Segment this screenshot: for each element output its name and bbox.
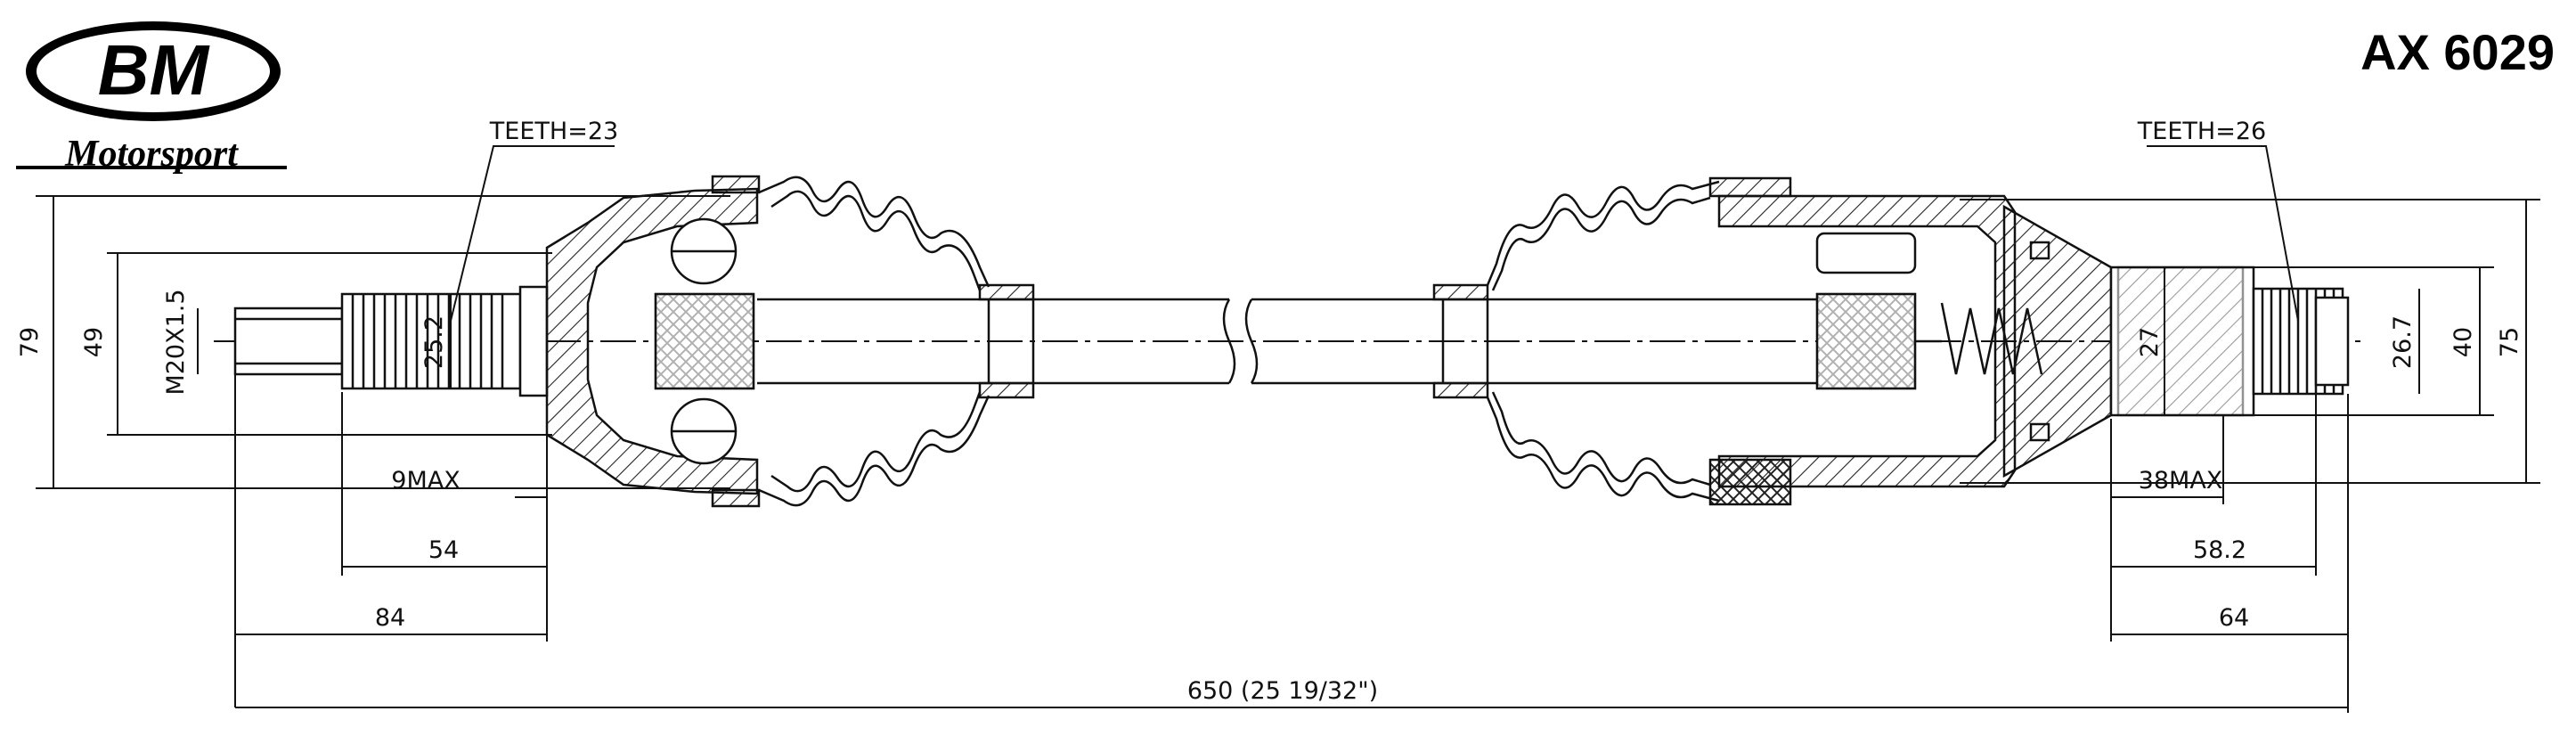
dimension-labels: TEETH=23 79 49 M20X1.5 25.2 9MAX 54 84 6… xyxy=(16,118,2523,705)
right-seal-diameter: 27 xyxy=(2136,327,2164,357)
right-stub-shaft xyxy=(2109,266,2350,417)
left-spline-diameter: 25.2 xyxy=(420,315,448,369)
left-shoulder-diameter: 49 xyxy=(80,327,108,357)
left-teeth-label: TEETH=23 xyxy=(489,118,618,145)
right-outer-diameter: 75 xyxy=(2496,327,2523,357)
left-outer-diameter: 79 xyxy=(16,327,44,357)
right-max-label: 38MAX xyxy=(2139,467,2223,495)
left-boot xyxy=(758,176,1035,507)
left-stub-shaft xyxy=(233,285,549,397)
overall-length: 650 (25 19/32") xyxy=(1187,677,1378,705)
left-max-label: 9MAX xyxy=(391,467,460,495)
axle-shaft xyxy=(757,298,1835,385)
left-cv-joint xyxy=(545,175,761,508)
left-length-2: 84 xyxy=(375,604,405,632)
right-boot xyxy=(1432,180,1720,503)
part-number: AX 6029 xyxy=(2360,24,2555,80)
right-tripod-joint xyxy=(1708,176,2113,506)
left-thread-label: M20X1.5 xyxy=(162,289,190,395)
right-length-2: 64 xyxy=(2219,604,2249,632)
right-spline-diameter: 26.7 xyxy=(2389,315,2417,369)
right-shoulder-diameter: 40 xyxy=(2450,327,2477,357)
brand-logo: BM Motorsport xyxy=(16,21,287,175)
dimension-lines xyxy=(36,145,2540,713)
logo-text: BM xyxy=(98,30,211,110)
left-length-1: 54 xyxy=(428,536,459,564)
right-length-1: 58.2 xyxy=(2193,536,2246,564)
right-teeth-label: TEETH=26 xyxy=(2137,118,2266,145)
